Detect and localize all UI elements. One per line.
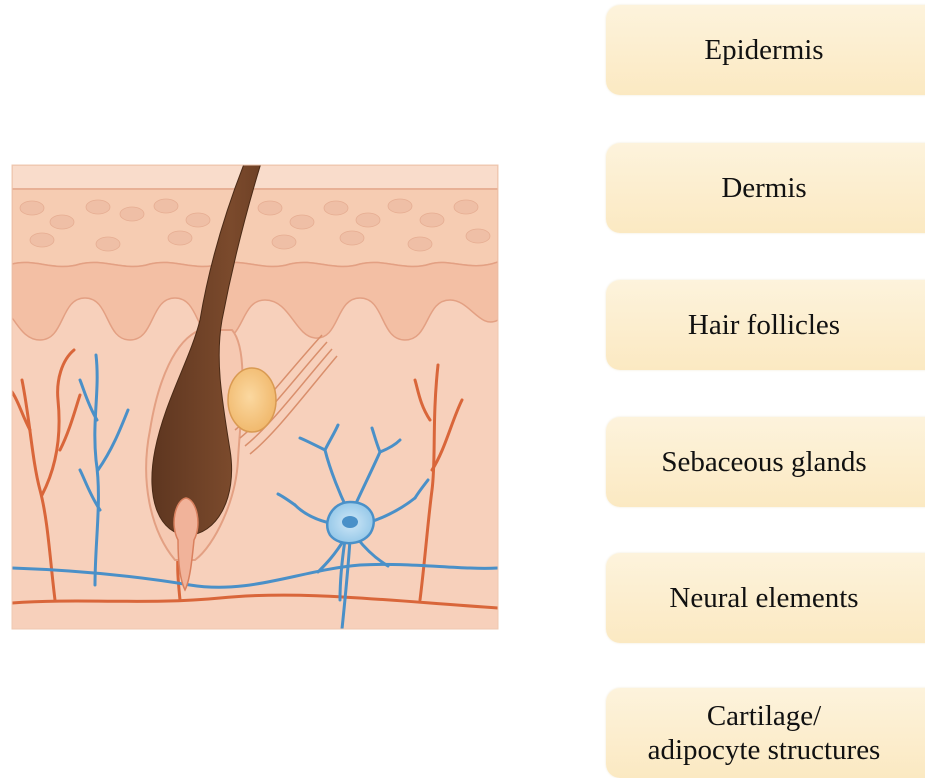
- label-dermis: Dermis: [606, 143, 925, 233]
- label-cartilage-adipocyte: Cartilage/ adipocyte structures: [606, 688, 925, 778]
- label-sebaceous-glands: Sebaceous glands: [606, 417, 925, 507]
- skin-cross-section-illustration: [0, 0, 520, 774]
- label-hair-follicles: Hair follicles: [606, 280, 925, 370]
- epidermis-layer: [12, 189, 498, 267]
- sebaceous-gland: [228, 368, 276, 432]
- label-epidermis: Epidermis: [606, 5, 925, 95]
- label-column: Epidermis Dermis Hair follicles Sebaceou…: [606, 0, 925, 774]
- label-neural-elements: Neural elements: [606, 553, 925, 643]
